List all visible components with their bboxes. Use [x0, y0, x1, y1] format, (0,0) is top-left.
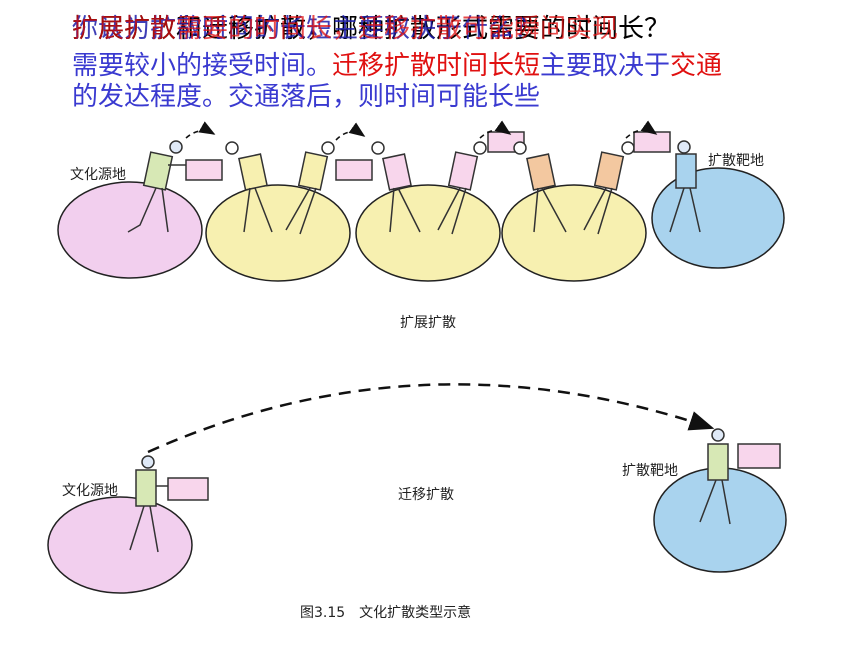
- answer-part-4: 交通: [670, 51, 723, 81]
- top-source-label: 文化源地: [70, 167, 126, 183]
- bottom-target-label: 扩散靶地: [622, 463, 678, 479]
- answer-part-1: 需要较小的接受时间。: [72, 51, 333, 81]
- answer-part-3: 主要取决于: [540, 51, 671, 81]
- hop-arrows-top: [185, 120, 658, 141]
- figure-group-bottom: [129, 428, 781, 553]
- overlay-line-1: 扩展扩散和迁移扩散，哪种扩散形式需要的时间长？: [72, 14, 671, 44]
- figure-caption: 图3.15 文化扩散类型示意: [300, 605, 472, 621]
- overlay-line-2: 你认为扩散时间的长短主要取决于什么？: [72, 14, 541, 44]
- answer-part-2: 迁移扩散时间长短: [332, 51, 541, 81]
- mid-ellipse-1: [205, 184, 351, 282]
- bottom-caption: 迁移扩散: [398, 487, 454, 503]
- target-ellipse-top: [651, 167, 785, 269]
- top-target-label: 扩散靶地: [708, 153, 764, 169]
- answer-text: 需要较小的接受时间。迁移扩散时间长短主要取决于交通的发达程度。交通落后，则时间可…: [72, 51, 832, 113]
- figure-group-top: [127, 131, 701, 235]
- top-caption: 扩展扩散: [400, 315, 456, 331]
- source-ellipse-bottom: [47, 496, 193, 594]
- bottom-source-label: 文化源地: [62, 483, 118, 499]
- target-ellipse-bottom: [653, 467, 787, 573]
- relocation-arrow: [147, 383, 715, 454]
- overlay-line-3: 扩展扩散需要的时间长，迁移扩散可能瞬间实现: [72, 14, 619, 44]
- mid-ellipse-3: [501, 184, 647, 282]
- answer-part-5: 的发达程度。交通落后，则时间可能长些: [72, 82, 541, 112]
- mid-ellipse-2: [355, 184, 501, 282]
